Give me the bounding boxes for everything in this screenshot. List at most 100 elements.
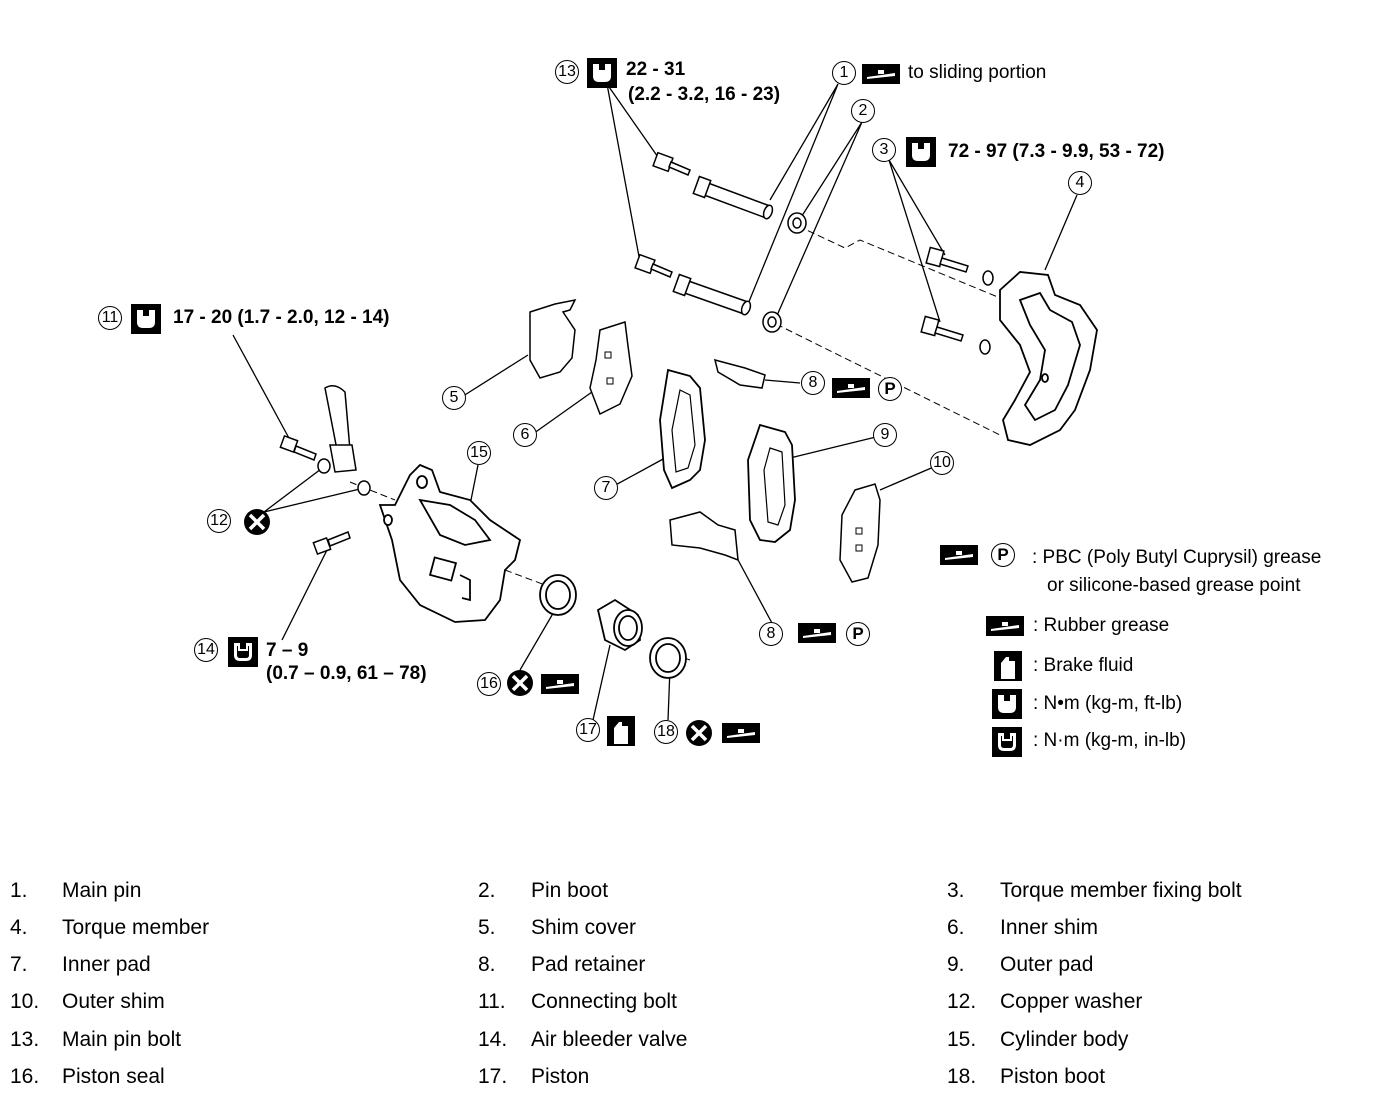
part-number: 7. [10, 953, 28, 976]
piston [596, 598, 643, 652]
part-name: Piston boot [1000, 1065, 1106, 1088]
part-number: 1. [10, 879, 28, 902]
legend-nm-ftlb: : N•m (kg-m, ft-lb) [1033, 693, 1183, 714]
callout-2: 2 [851, 99, 875, 123]
torque-wrench-icon [906, 137, 936, 167]
callout-1: 1 [832, 61, 856, 85]
connecting-bolt-torque: 17 - 20 (1.7 - 2.0, 12 - 14) [173, 307, 390, 328]
piston-seal [539, 574, 577, 616]
torque-wrench-icon [131, 304, 161, 334]
callout-8b: 8 [759, 622, 783, 646]
pbc-point-icon: P [991, 543, 1015, 567]
part-name: Pad retainer [531, 953, 646, 976]
callout-7: 7 [594, 476, 618, 500]
part-name: Inner shim [1000, 916, 1099, 939]
cylinder-body [378, 463, 522, 623]
brake-hose-assembly [279, 385, 371, 496]
part-name: Piston seal [62, 1065, 165, 1088]
pbc-point-icon: P [846, 622, 870, 646]
legend-nm-inlb: : N·m (kg-m, in-lb) [1033, 730, 1187, 751]
callout-15: 15 [467, 441, 491, 465]
torque-wrench-icon [992, 689, 1022, 719]
rubber-grease-icon [986, 616, 1024, 636]
part-name: Outer pad [1000, 953, 1094, 976]
air-bleeder-valve [312, 531, 351, 555]
callout-17: 17 [576, 718, 600, 742]
part-name: Inner pad [62, 953, 151, 976]
part-number: 8. [478, 953, 496, 976]
part-number: 15. [947, 1028, 977, 1051]
rubber-grease-icon [541, 674, 579, 694]
brake-fluid-icon [994, 651, 1022, 681]
pad-retainer-upper [713, 358, 766, 389]
inner-shim [589, 321, 633, 416]
inner-pad [659, 368, 706, 490]
legend-pbc-line1: : PBC (Poly Butyl Cuprysil) grease [1032, 547, 1322, 568]
part-name: Piston [531, 1065, 590, 1088]
callout-9: 9 [873, 423, 897, 447]
part-name: Outer shim [62, 990, 165, 1013]
rubber-grease-icon [862, 64, 900, 84]
legend-brake-fluid: : Brake fluid [1033, 655, 1134, 676]
torque-member-bolts [920, 246, 994, 355]
replace-part-icon [684, 718, 714, 748]
torque-wrench-inlb-icon [992, 727, 1022, 757]
callout-18: 18 [654, 720, 678, 744]
part-number: 6. [947, 916, 965, 939]
part-number: 12. [947, 990, 977, 1013]
main-pin-grease-note: to sliding portion [908, 62, 1047, 83]
pbc-point-icon: P [878, 377, 902, 401]
callout-13: 13 [555, 60, 579, 84]
part-number: 10. [10, 990, 40, 1013]
callout-5: 5 [442, 386, 466, 410]
caliper-exploded-diagram [131, 58, 1098, 757]
outer-shim [839, 483, 881, 583]
part-name: Copper washer [1000, 990, 1143, 1013]
part-name: Cylinder body [1000, 1028, 1129, 1051]
leader-lines [232, 83, 1078, 721]
callout-6: 6 [513, 423, 537, 447]
air-bleeder-torque-units: (0.7 – 0.9, 61 – 78) [266, 663, 427, 684]
torque-wrench-icon [587, 58, 617, 88]
part-name: Air bleeder valve [531, 1028, 688, 1051]
part-number: 13. [10, 1028, 40, 1051]
callout-16: 16 [477, 672, 501, 696]
part-number: 2. [478, 879, 496, 902]
part-number: 5. [478, 916, 496, 939]
pbc-grease-icon [940, 545, 978, 565]
part-number: 16. [10, 1065, 40, 1088]
pin-boots [762, 212, 807, 333]
main-pins [672, 175, 774, 316]
pad-retainer-lower [669, 511, 739, 562]
part-number: 3. [947, 879, 965, 902]
legend-pbc-line2: or silicone-based grease point [1047, 575, 1301, 596]
brake-fluid-icon [607, 716, 635, 746]
callout-12: 12 [207, 509, 231, 533]
torque-member-bolt-torque: 72 - 97 (7.3 - 9.9, 53 - 72) [948, 141, 1165, 162]
main-pin-bolt-torque: 22 - 31 [626, 59, 686, 80]
part-name: Main pin bolt [62, 1028, 182, 1051]
rubber-grease-icon [832, 378, 870, 398]
outer-pad [747, 423, 796, 543]
part-name: Shim cover [531, 916, 637, 939]
callout-10: 10 [930, 451, 954, 475]
legend-rubber-grease: : Rubber grease [1033, 615, 1170, 636]
part-name: Pin boot [531, 879, 609, 902]
callout-11: 11 [98, 306, 122, 330]
air-bleeder-torque: 7 – 9 [266, 640, 309, 661]
torque-member [999, 271, 1098, 446]
replace-part-icon [505, 668, 535, 698]
main-pin-bolts [634, 151, 691, 278]
torque-wrench-inlb-icon [228, 637, 258, 667]
piston-boot [649, 637, 687, 679]
replace-part-icon [242, 507, 272, 537]
part-number: 17. [478, 1065, 508, 1088]
part-name: Main pin [62, 879, 142, 902]
part-number: 14. [478, 1028, 508, 1051]
rubber-grease-icon [722, 723, 760, 743]
part-number: 18. [947, 1065, 977, 1088]
part-name: Torque member fixing bolt [1000, 879, 1242, 902]
part-number: 4. [10, 916, 28, 939]
callout-8: 8 [801, 371, 825, 395]
callout-3: 3 [872, 138, 896, 162]
